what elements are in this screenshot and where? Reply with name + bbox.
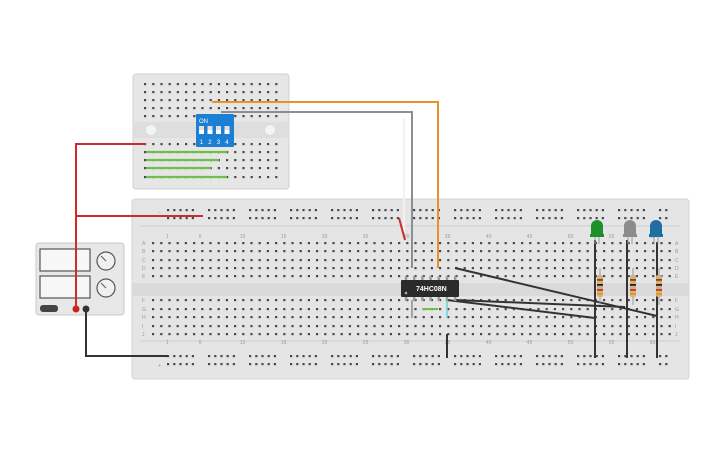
column-number-bottom: 1 (166, 340, 169, 346)
voltage-display (39, 248, 91, 272)
column-number-bottom: 30 (404, 340, 410, 346)
wire-red-rail[interactable] (398, 217, 406, 241)
wire-gray[interactable] (221, 111, 413, 268)
led[interactable] (624, 220, 636, 236)
row-letter-left: E (142, 274, 146, 280)
row-letter-right: F (675, 298, 678, 304)
wire-black-ground[interactable] (85, 309, 168, 357)
dip-on-label: ON (199, 119, 208, 125)
resistors (597, 268, 662, 305)
column-number-top: 10 (240, 234, 246, 240)
wire-orange[interactable] (212, 101, 439, 268)
main-breadboard-holes (152, 209, 671, 366)
wires (75, 101, 658, 358)
column-number-top: 45 (527, 234, 533, 240)
row-letter-left: A (142, 241, 146, 247)
column-number-top: 20 (322, 234, 328, 240)
chip-label: 74HC08N (416, 286, 447, 293)
led[interactable] (650, 220, 662, 236)
row-letter-left: D (142, 266, 146, 272)
row-letter-left: H (142, 315, 146, 321)
column-number-top: 5 (199, 234, 202, 240)
row-letter-left: J (142, 332, 145, 338)
row-letter-right: I (675, 324, 676, 330)
row-letter-right: A (675, 241, 679, 247)
row-letter-left: B (142, 249, 146, 255)
row-letter-left: C (142, 258, 146, 264)
rail-plus-label: + (158, 363, 161, 369)
row-letter-right: E (675, 274, 679, 280)
column-number-bottom: 50 (568, 340, 574, 346)
column-number-bottom: 25 (363, 340, 369, 346)
column-number-bottom: 5 (199, 340, 202, 346)
dip-position-label: 1 (200, 140, 204, 146)
row-letter-right: J (675, 332, 678, 338)
column-number-bottom: 55 (609, 340, 615, 346)
row-letter-left: G (142, 307, 146, 313)
dip-position-label: 3 (217, 140, 221, 146)
led[interactable] (591, 220, 603, 236)
wire-red-supply[interactable] (75, 143, 203, 217)
row-letter-left: I (142, 324, 143, 330)
dip-position-label: 4 (225, 140, 229, 146)
column-number-top: 15 (281, 234, 287, 240)
column-number-top: 55 (609, 234, 615, 240)
column-number-top: 30 (404, 234, 410, 240)
row-letter-right: H (675, 315, 679, 321)
row-letter-right: D (675, 266, 679, 272)
column-number-bottom: 40 (486, 340, 492, 346)
leds (590, 220, 663, 244)
wires-black-outputs[interactable] (446, 240, 658, 358)
row-letter-right: G (675, 307, 679, 313)
column-number-top: 40 (486, 234, 492, 240)
power-switch[interactable] (40, 305, 58, 312)
rail-minus-label: − (158, 210, 161, 216)
column-number-bottom: 15 (281, 340, 287, 346)
row-letter-right: C (675, 258, 679, 264)
column-number-bottom: 20 (322, 340, 328, 346)
column-number-top: 1 (166, 234, 169, 240)
column-number-top: 50 (568, 234, 574, 240)
ic-chip[interactable]: 74HC08N (401, 276, 459, 301)
current-display (39, 275, 91, 299)
row-letter-left: F (142, 298, 145, 304)
column-number-bottom: 60 (650, 340, 656, 346)
column-number-top: 35 (445, 234, 451, 240)
column-number-top: 25 (363, 234, 369, 240)
column-number-bottom: 45 (527, 340, 533, 346)
power-supply[interactable] (35, 242, 125, 316)
wires-green-small[interactable] (146, 150, 227, 179)
column-number-bottom: 10 (240, 340, 246, 346)
dip-position-label: 2 (208, 140, 212, 146)
row-letter-right: B (675, 249, 679, 255)
